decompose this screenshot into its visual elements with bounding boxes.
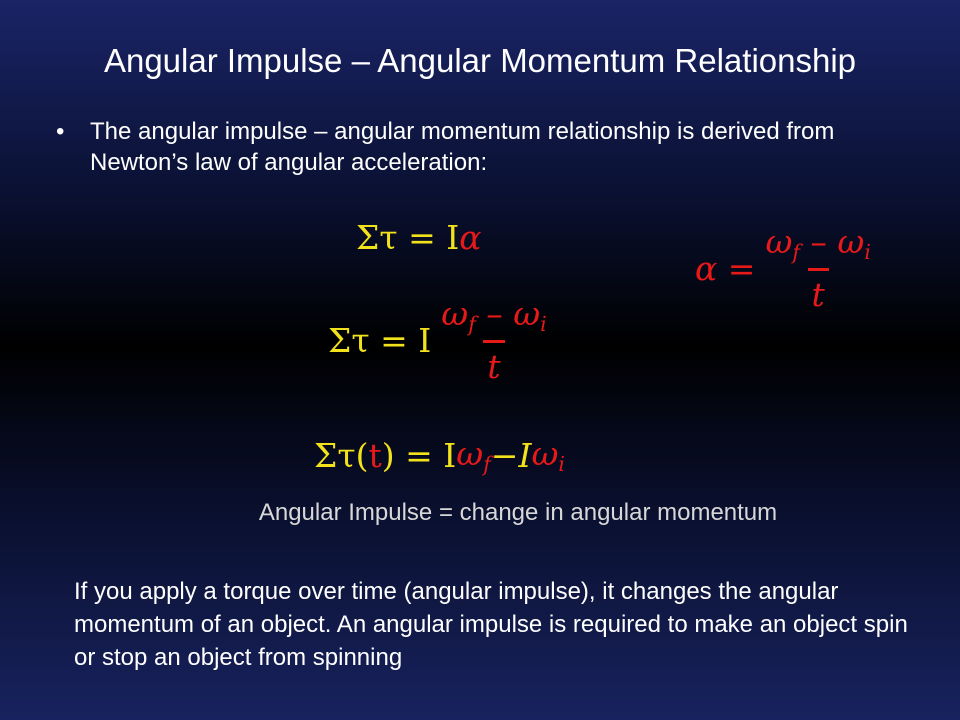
bullet-marker: • xyxy=(56,118,65,145)
eq4-omega2: ω xyxy=(531,434,559,473)
eq4-sub-i: i xyxy=(558,452,565,477)
eq3-fraction: ωf – ωi t xyxy=(437,294,550,386)
eq1-lhs: Στ = I xyxy=(356,218,460,257)
eq2-sub-f: f xyxy=(792,240,800,265)
eq3-sub-i: i xyxy=(540,312,547,337)
equation-substituted: Στ = I ωf – ωi t xyxy=(328,294,551,386)
eq4-minus: − xyxy=(490,435,519,475)
eq4-omega: ω xyxy=(456,434,484,473)
equation-alpha-definition: α = ωf – ωi t xyxy=(695,222,875,314)
eq4-omega-i: ωi xyxy=(531,434,564,476)
eq3-numerator: ωf – ωi xyxy=(437,294,550,340)
eq2-numerator: ωf – ωi xyxy=(761,222,874,268)
eq2-minus: – xyxy=(799,222,838,261)
eq2-fraction: ωf – ωi t xyxy=(761,222,874,314)
eq4-I: I xyxy=(518,435,532,475)
bullet-item: • The angular impulse – angular momentum… xyxy=(56,116,916,178)
eq2-denominator: t xyxy=(807,268,829,314)
eq1-alpha: α xyxy=(459,218,482,257)
eq2-sub-i: i xyxy=(864,240,871,265)
eq2-omega-f: ω xyxy=(765,222,793,261)
eq3-lhs: Στ = I xyxy=(328,320,432,360)
eq3-omega-i: ω xyxy=(513,294,541,333)
eq4-omega-f: ωf xyxy=(456,434,491,476)
eq4-sub-f: f xyxy=(483,452,491,477)
eq4-t: t xyxy=(368,435,382,475)
slide-title: Angular Impulse – Angular Momentum Relat… xyxy=(103,42,857,79)
eq3-minus: – xyxy=(475,294,514,333)
bullet-text: The angular impulse – angular momentum r… xyxy=(90,118,835,176)
eq3-denominator: t xyxy=(483,340,505,386)
explanation-paragraph: If you apply a torque over time (angular… xyxy=(74,578,908,671)
eq4-sigma-tau: Στ( xyxy=(314,435,369,475)
equation-impulse-momentum: Στ( t ) = I ωf − I ωi xyxy=(314,434,565,476)
eq4-equals-I: ) = I xyxy=(381,435,457,475)
impulse-note: Angular Impulse = change in angular mome… xyxy=(258,499,778,526)
equation-newton-angular: Στ = I α xyxy=(356,218,482,257)
eq2-lhs: α = xyxy=(695,248,756,288)
eq3-omega-f: ω xyxy=(441,294,469,333)
eq2-omega-i: ω xyxy=(837,222,865,261)
eq3-sub-f: f xyxy=(468,312,476,337)
